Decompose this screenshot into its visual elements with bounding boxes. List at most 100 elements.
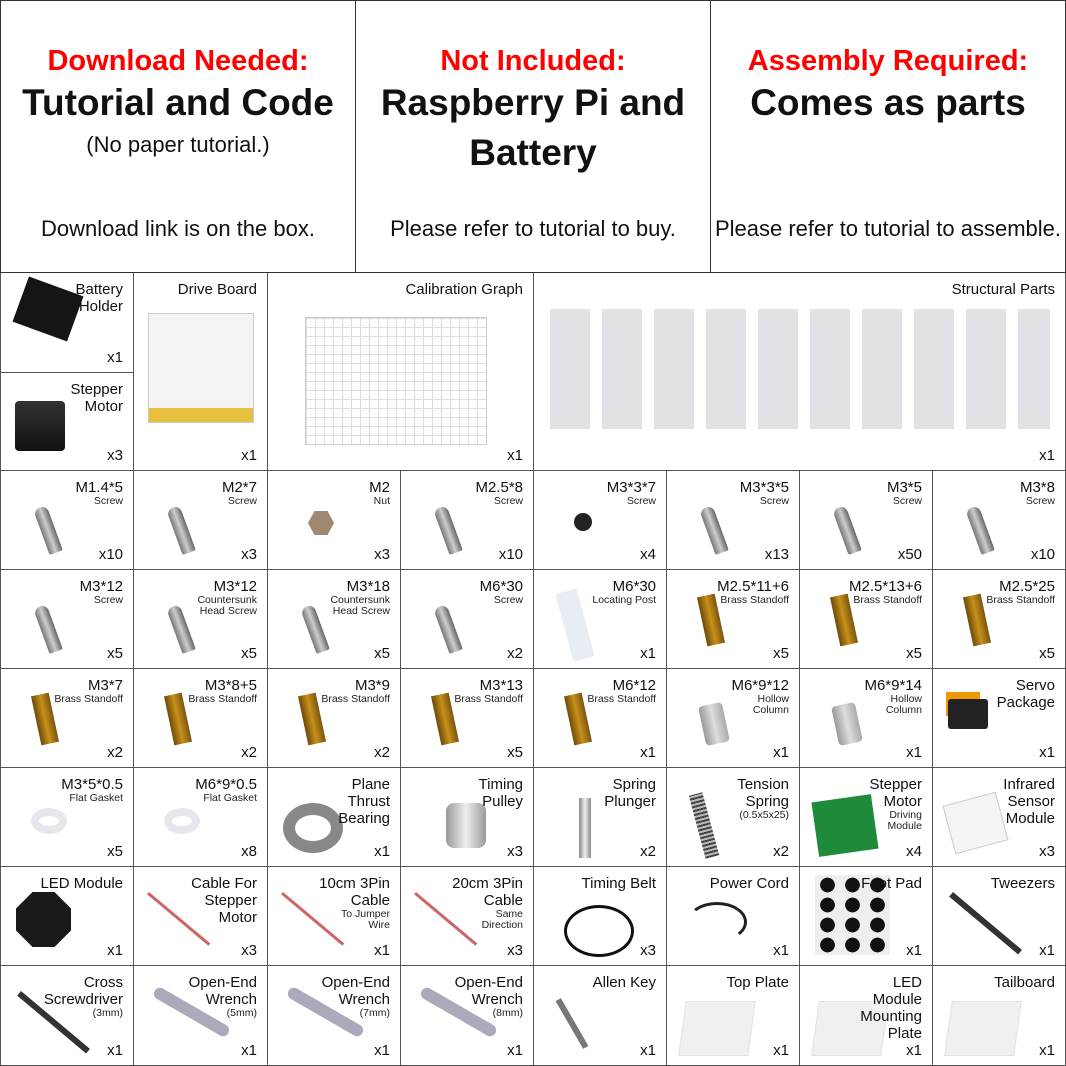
part-name: Drive Board bbox=[177, 281, 257, 298]
gasket-image bbox=[164, 808, 200, 834]
part-name: Foot Pad bbox=[861, 875, 922, 892]
part-name-block: Top Plate bbox=[726, 974, 789, 991]
part-description: Brass Standoff bbox=[454, 693, 523, 705]
part-name: Open-End Wrench bbox=[321, 974, 390, 1008]
screw-image bbox=[33, 604, 63, 654]
drive-board-image bbox=[148, 313, 254, 423]
part-description: Screw bbox=[227, 495, 257, 507]
part-qty: x1 bbox=[773, 744, 789, 761]
part-name-block: Cable For Stepper Motor bbox=[177, 875, 257, 926]
screw-image bbox=[433, 505, 463, 555]
part-name: Tweezers bbox=[990, 875, 1055, 892]
part-qty: x5 bbox=[906, 645, 922, 662]
part-description: Screw bbox=[626, 495, 656, 507]
part-name: 10cm 3Pin Cable bbox=[319, 875, 390, 909]
part-name-block: Foot Pad bbox=[861, 875, 922, 892]
part-qty: x2 bbox=[507, 645, 523, 662]
plunger-image bbox=[579, 798, 591, 858]
part-qty: x10 bbox=[498, 546, 523, 563]
part-name: M1.4*5 bbox=[75, 479, 123, 496]
part-name: M3*9 bbox=[354, 677, 390, 694]
part-description: Driving Module bbox=[887, 809, 922, 832]
part-name-block: Open-End Wrench(7mm) bbox=[310, 974, 390, 1019]
part-description: To Jumper Wire bbox=[340, 908, 390, 931]
screw-image bbox=[166, 505, 196, 555]
part-description: Countersunk Head Screw bbox=[197, 594, 257, 617]
part-name-block: Power Cord bbox=[710, 875, 789, 892]
part-name-block: Timing Belt bbox=[582, 875, 656, 892]
part-calibration-graph: Calibration Graph x1 bbox=[268, 273, 534, 471]
part-drive-board: Drive Board x1 bbox=[134, 273, 268, 471]
part-description: Nut bbox=[373, 495, 390, 507]
part-name: Plane Thrust Bearing bbox=[338, 776, 390, 827]
part-name-block: Spring Plunger bbox=[576, 776, 656, 810]
part-name: Calibration Graph bbox=[405, 281, 523, 298]
part-name: M3*5 bbox=[886, 479, 922, 496]
notice-title: Raspberry Pi and Battery bbox=[380, 82, 686, 173]
notice-title: Tutorial and Code bbox=[22, 82, 334, 123]
part-name-block: Open-End Wrench(8mm) bbox=[443, 974, 523, 1019]
part-name: Stepper Motor bbox=[70, 381, 123, 415]
allen-image bbox=[555, 998, 589, 1049]
pulley-image bbox=[446, 803, 486, 848]
part-battery-holder: Battery Holder x1 bbox=[0, 273, 134, 373]
part-qty: x50 bbox=[897, 546, 922, 563]
part-cell: Open-End Wrench(8mm)x1 bbox=[401, 966, 534, 1066]
part-qty: x1 bbox=[374, 1042, 390, 1059]
part-description: Brass Standoff bbox=[188, 693, 257, 705]
part-name: Stepper Motor bbox=[869, 776, 922, 810]
part-description: Screw bbox=[892, 495, 922, 507]
part-name: M3*3*5 bbox=[739, 479, 789, 496]
tool-image bbox=[949, 892, 1022, 955]
part-description: Flat Gasket bbox=[69, 792, 123, 804]
part-description: Locating Post bbox=[592, 594, 656, 606]
stepper-motor-image bbox=[15, 401, 65, 451]
part-name-block: LED Module Mounting Plate bbox=[842, 974, 922, 1042]
part-name-block: Tweezers bbox=[991, 875, 1055, 892]
part-qty: x2 bbox=[107, 744, 123, 761]
part-name: Open-End Wrench bbox=[188, 974, 257, 1008]
part-qty: x3 bbox=[1039, 843, 1055, 860]
part-description: Screw bbox=[93, 495, 123, 507]
part-qty: x1 bbox=[107, 1042, 123, 1059]
part-description: Same Direction bbox=[481, 908, 523, 931]
notice-heading: Not Included: bbox=[440, 45, 626, 77]
notice-heading: Assembly Required: bbox=[747, 45, 1029, 77]
notice-footer: Please refer to tutorial to assemble. bbox=[714, 216, 1062, 241]
part-qty: x8 bbox=[241, 843, 257, 860]
part-qty: x5 bbox=[107, 645, 123, 662]
part-qty: x2 bbox=[374, 744, 390, 761]
part-qty: x1 bbox=[107, 349, 123, 366]
part-name: Timing Pulley bbox=[478, 776, 523, 810]
part-description: Brass Standoff bbox=[321, 693, 390, 705]
part-description: Hollow Column bbox=[885, 693, 922, 716]
part-structural-parts: Structural Parts x1 bbox=[534, 273, 1066, 471]
calibration-graph-image bbox=[305, 317, 487, 445]
part-name-block: LED Module bbox=[40, 875, 123, 892]
part-qty: x5 bbox=[1039, 645, 1055, 662]
part-cell: Open-End Wrench(7mm) x1 bbox=[268, 966, 401, 1066]
part-qty: x3 bbox=[507, 942, 523, 959]
screw-image bbox=[832, 505, 862, 555]
screw-image bbox=[965, 505, 995, 555]
part-description: (7mm) bbox=[359, 1007, 390, 1019]
part-qty: x2 bbox=[640, 843, 656, 860]
part-name: M6*30 bbox=[479, 578, 523, 595]
